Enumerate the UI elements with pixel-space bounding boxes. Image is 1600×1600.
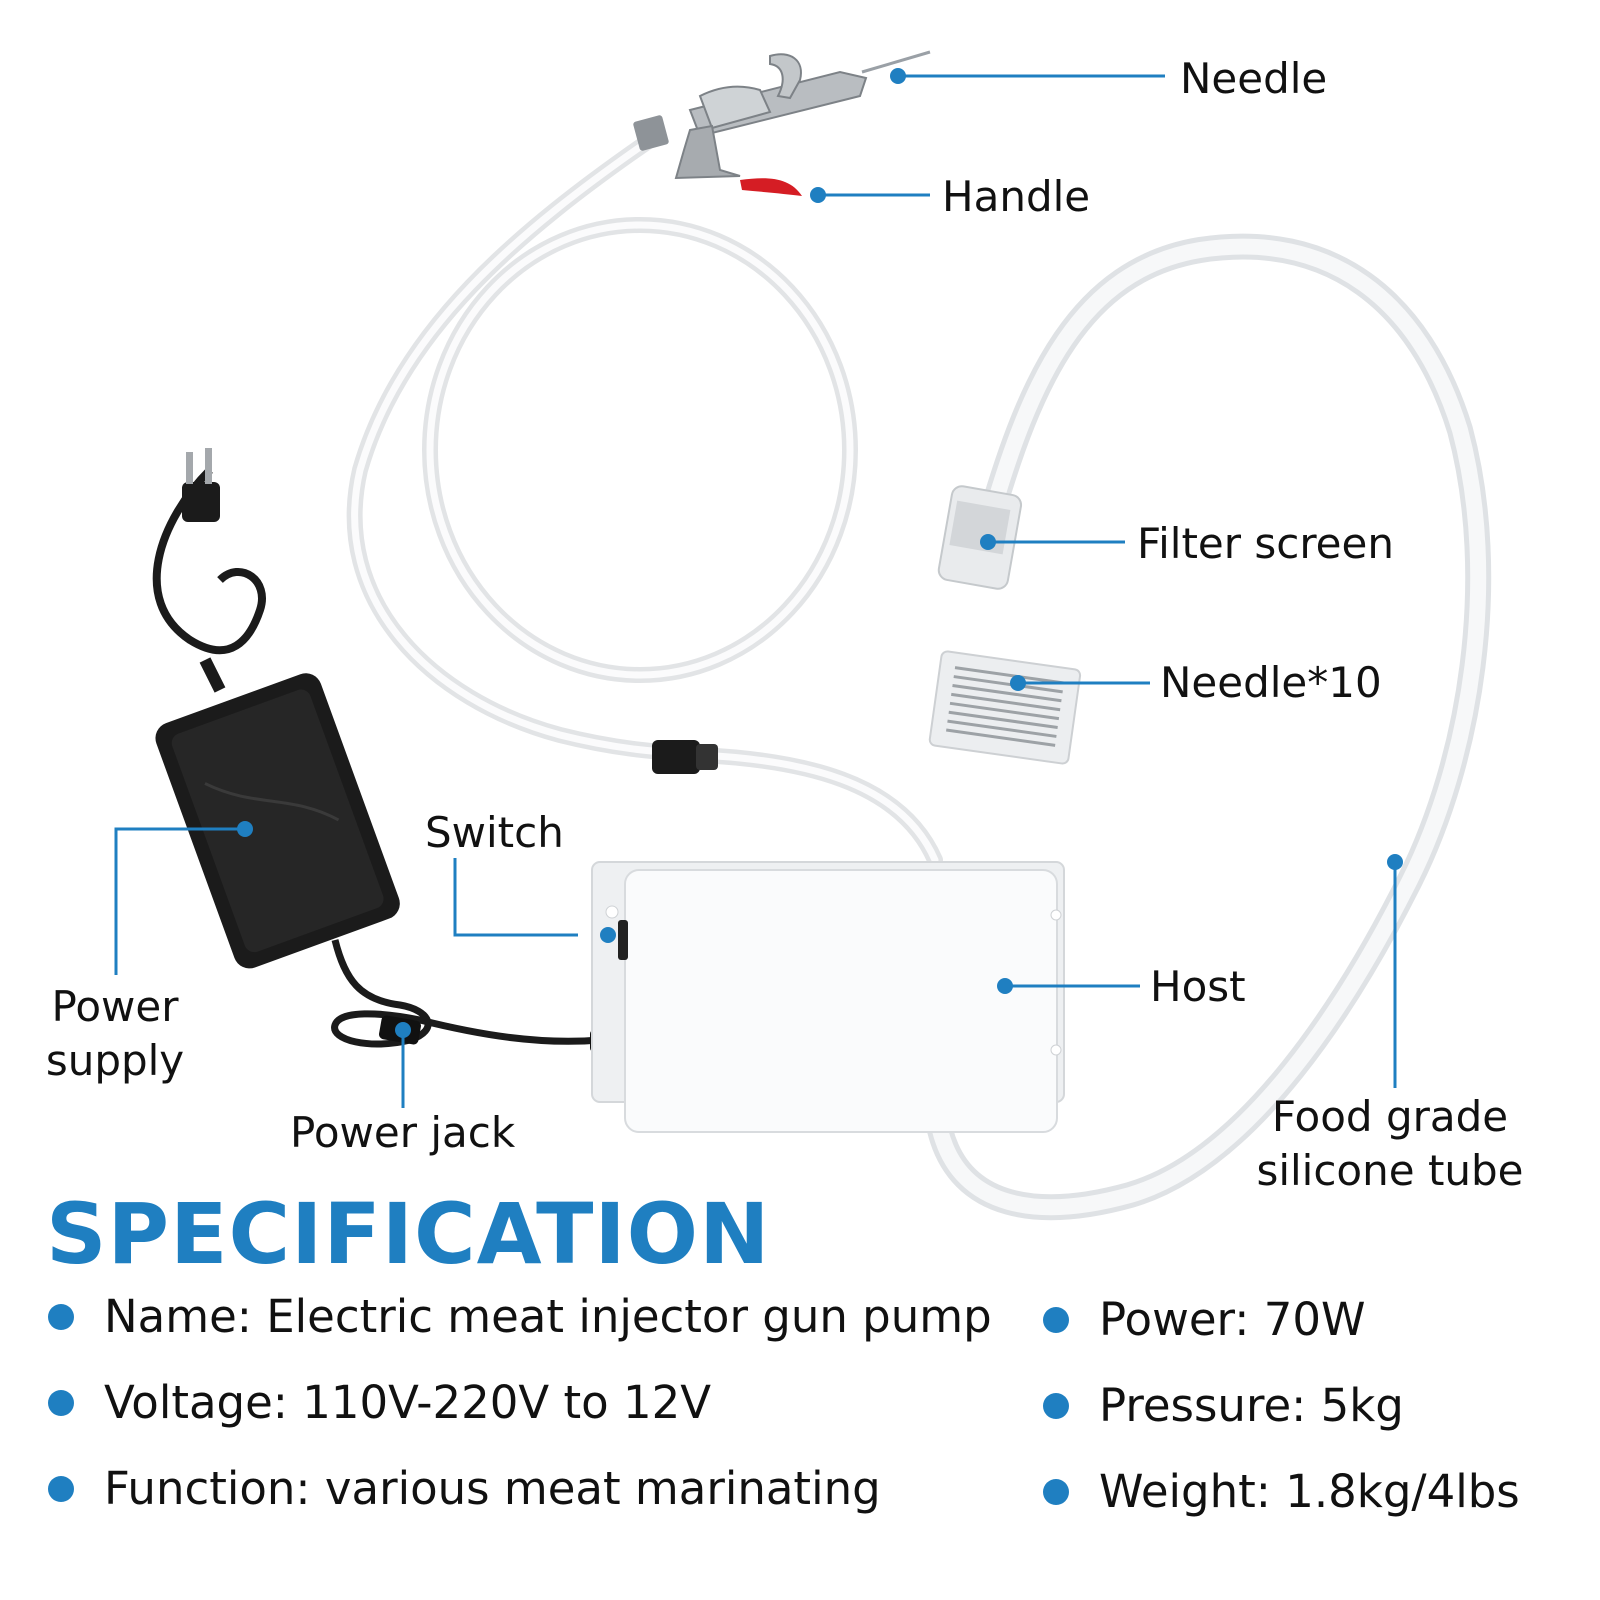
label-switch: Switch: [425, 808, 564, 857]
plug-icon: [182, 448, 220, 522]
label-power-supply: Power supply: [40, 980, 190, 1088]
connector-icon: [652, 740, 718, 774]
label-host: Host: [1150, 962, 1246, 1011]
silicone-tube: [927, 233, 1492, 1221]
spec-item: Pressure: 5kg: [1043, 1379, 1404, 1432]
label-needle: Needle: [1180, 54, 1328, 103]
spec-item: Power: 70W: [1043, 1293, 1365, 1346]
bullet-dot: [1043, 1478, 1069, 1505]
needle-pack-icon: [928, 650, 1082, 765]
label-power-supply-line1: Power: [51, 982, 179, 1031]
label-power-jack: Power jack: [290, 1108, 516, 1157]
callout-lines: [114, 74, 1397, 1108]
pump-host-icon: [591, 861, 1065, 1133]
callout-dots: [237, 68, 1403, 1038]
specification-title: SPECIFICATION: [46, 1185, 771, 1283]
spec-text: Voltage: 110V-220V to 12V: [104, 1376, 712, 1429]
injector-gun-icon: [633, 50, 931, 196]
power-adapter-icon: [152, 467, 626, 1052]
spec-text: Weight: 1.8kg/4lbs: [1099, 1465, 1520, 1518]
spec-item: Function: various meat marinating: [48, 1462, 881, 1515]
label-filter-screen: Filter screen: [1137, 519, 1394, 568]
label-silicone-tube: Food grade silicone tube: [1245, 1090, 1535, 1198]
bullet-dot: [1043, 1306, 1069, 1333]
spec-text: Function: various meat marinating: [104, 1462, 881, 1515]
spec-item: Name: Electric meat injector gun pump: [48, 1290, 992, 1343]
spec-item: Weight: 1.8kg/4lbs: [1043, 1465, 1520, 1518]
label-needle-pack: Needle*10: [1160, 658, 1382, 707]
label-power-supply-line2: supply: [45, 1036, 185, 1085]
spec-item: Voltage: 110V-220V to 12V: [48, 1376, 711, 1429]
spec-text: Name: Electric meat injector gun pump: [104, 1290, 992, 1343]
clear-tube: [346, 132, 943, 868]
bullet-dot: [48, 1303, 74, 1330]
filter-screen-icon: [937, 485, 1023, 590]
spec-text: Pressure: 5kg: [1099, 1379, 1404, 1432]
bullet-dot: [48, 1389, 74, 1416]
label-silicone-tube-line1: Food grade: [1271, 1092, 1509, 1141]
bullet-dot: [1043, 1392, 1069, 1419]
spec-text: Power: 70W: [1099, 1293, 1366, 1346]
label-handle: Handle: [942, 172, 1091, 221]
bullet-dot: [48, 1475, 74, 1502]
label-silicone-tube-line2: silicone tube: [1256, 1146, 1524, 1195]
